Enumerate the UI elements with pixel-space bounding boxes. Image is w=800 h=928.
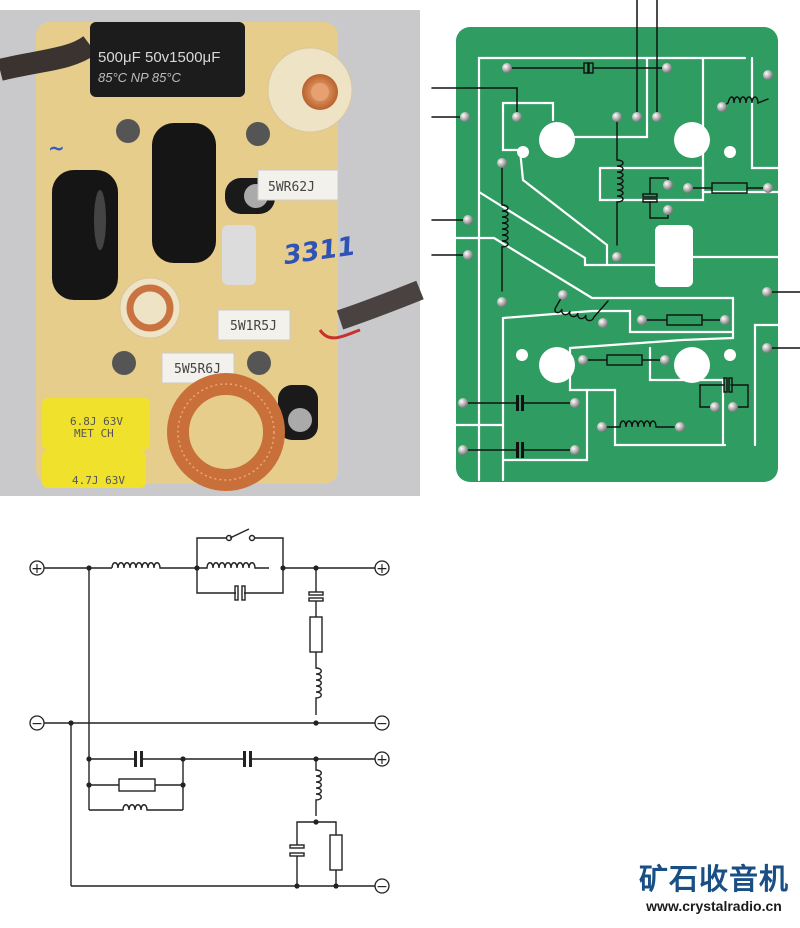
hole (674, 347, 710, 383)
resistor-label: 5W1R5J (230, 319, 277, 334)
mount-hole (247, 351, 271, 375)
watermark-url: www.crystalradio.cn (646, 898, 782, 914)
capacitor-rating-text: 500μF 50v1500μF (98, 49, 220, 66)
inductor-symbol (554, 294, 609, 322)
schematic-terminals: + − + − + − (29, 560, 390, 895)
inductor-l4 (89, 804, 183, 811)
resistor-5wr62j (257, 169, 339, 201)
hole (539, 347, 575, 383)
pcb-cap-plates (516, 395, 524, 458)
hole (724, 349, 736, 361)
crossover-photo: 500μF 50v1500μF 85°C NP 85°C ~ 3311 5WR6… (0, 10, 424, 496)
film-capacitor-6.8uf (42, 398, 150, 450)
mount-hole (112, 351, 136, 375)
pcb-components (462, 62, 769, 451)
capacitor-c2 (308, 591, 324, 596)
capacitor-symbol (588, 62, 594, 74)
coil-copper (126, 284, 174, 332)
board-cutout (655, 225, 693, 287)
film-cap-label: MET CH (74, 427, 114, 440)
copper-trace-gaps (454, 56, 780, 482)
output-cable (336, 280, 424, 330)
inductor-l2 (197, 562, 269, 569)
cap-top (288, 408, 312, 432)
film-capacitor-4.7uf (42, 450, 146, 488)
resistor-label: 5W5R6J (174, 362, 221, 377)
terminal-woofer-plus-in: + (29, 560, 45, 577)
inductor-symbol (601, 420, 675, 428)
schematic-caps-and-junctions (68, 565, 339, 889)
highlight (94, 190, 106, 250)
terminal-tweeter-plus-out: + (374, 751, 390, 768)
watermark-logo: 矿石收音机 www.crystalradio.cn (628, 862, 800, 916)
crossover-schematic (44, 528, 375, 887)
inductor-symbol (721, 96, 769, 108)
inductor-l1 (111, 562, 172, 569)
coil-windings (177, 383, 275, 481)
hole (674, 122, 710, 158)
solder-pads (458, 63, 773, 455)
terminal-label: − (376, 716, 388, 732)
capacitor-c3 (134, 751, 137, 767)
input-cable (0, 35, 97, 81)
capacitor-c4 (243, 751, 246, 767)
hole (539, 122, 575, 158)
capacitor-temp-text: 85°C NP 85°C (98, 70, 182, 85)
terminal-label: + (376, 752, 388, 768)
resistor-r2 (118, 778, 156, 792)
film-cap-label: 6.8J 63V (70, 415, 123, 428)
hole (724, 146, 736, 158)
mount-hole (116, 119, 140, 143)
electrolytic-capacitor-large (90, 22, 245, 97)
resistor-5w1r5j (217, 309, 291, 341)
capacitor-symbol (583, 62, 589, 74)
inductor-symbol (616, 116, 624, 246)
terminal-woofer-plus-out: + (374, 560, 390, 577)
mount-hole (246, 122, 270, 146)
ink-mark: ~ (48, 136, 65, 160)
resistor-r1 (309, 616, 323, 653)
terminal-label: + (376, 561, 388, 577)
resistor-label: 5WR62J (268, 180, 315, 195)
iron-core-inductor-left (52, 170, 118, 300)
board-cutout (222, 225, 256, 285)
external-leads (431, 0, 800, 349)
film-cap-label: 4.7J 63V (72, 474, 125, 487)
terminal-label: + (31, 561, 43, 577)
capacitor-c5 (289, 844, 305, 849)
red-wire (318, 328, 361, 340)
terminal-tweeter-minus-out: − (374, 878, 390, 895)
hole (516, 349, 528, 361)
mounting-holes (516, 122, 736, 383)
terminal-label: − (31, 716, 43, 732)
resistor-r3 (329, 834, 343, 871)
capacitor-c1 (234, 585, 239, 601)
hole (517, 146, 529, 158)
pcb-layout-diagram (431, 0, 800, 482)
inductor-symbol (501, 162, 509, 292)
switch-symbol (229, 528, 250, 539)
terminal-label: − (376, 879, 388, 895)
coil-center (311, 83, 329, 101)
inductor-l5 (315, 759, 322, 816)
watermark-title: 矿石收音机 (638, 862, 789, 896)
terminal-woofer-minus-out: − (374, 715, 390, 732)
iron-core-inductor-middle (152, 123, 216, 263)
inductor-l3 (315, 652, 322, 715)
terminal-minus-in: − (29, 715, 45, 732)
